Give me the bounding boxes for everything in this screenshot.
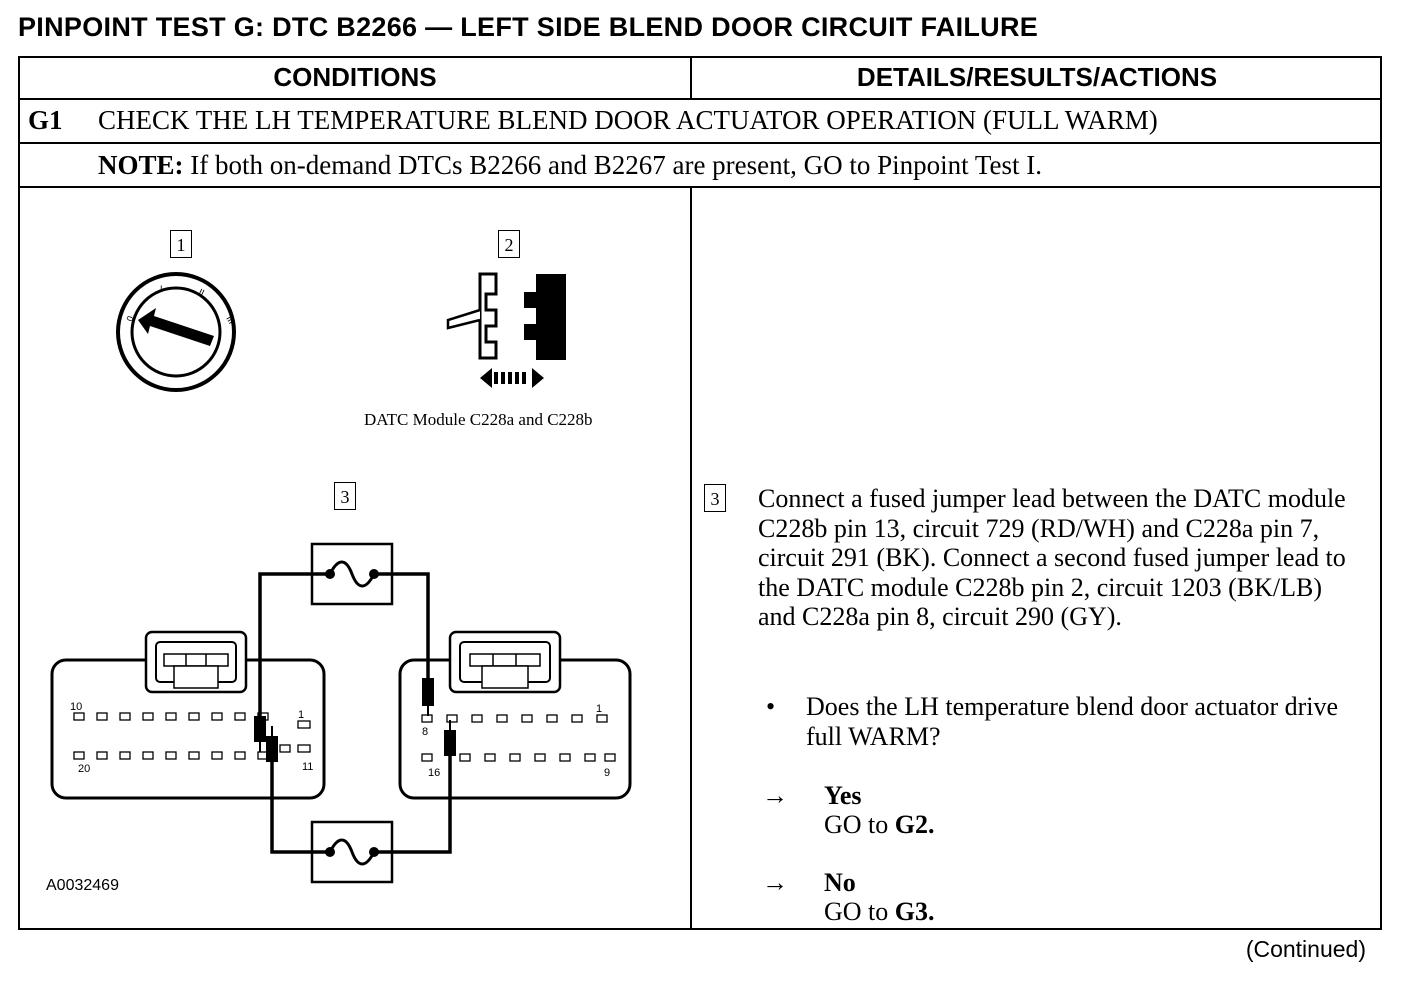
probe-pin-icon [259, 706, 451, 752]
conditions-header: CONDITIONS [273, 62, 437, 92]
question-text: Does the LH temperature blend door actua… [806, 692, 1339, 751]
column-divider-header [690, 58, 692, 98]
continued-label: (Continued) [1245, 936, 1366, 962]
connector-caption: DATC Module C228a and C228b [364, 410, 593, 429]
c228a-pin-label: 1 [298, 709, 304, 721]
figure-marker-2: 2 [498, 230, 520, 258]
action-marker-3: 3 [704, 484, 726, 512]
details-header: DETAILS/RESULTS/ACTIONS [856, 62, 1218, 92]
connector-disconnect-icon [446, 272, 566, 388]
answer-label: No [824, 868, 856, 897]
arrow-right-icon: → [762, 781, 788, 810]
step-title: CHECK THE LH TEMPERATURE BLEND DOOR ACTU… [98, 105, 1158, 135]
note-label: NOTE: [98, 150, 184, 180]
c228a-pin-label: 20 [78, 763, 90, 775]
connector-c228b: 8 1 16 9 [398, 630, 632, 800]
page-title: PINPOINT TEST G: DTC B2266 — LEFT SIDE B… [18, 12, 1039, 42]
ignition-position-3: III [224, 314, 236, 326]
ignition-switch-icon: 0 I II III [116, 272, 237, 392]
goto-step: G3. [894, 897, 935, 926]
figure-id: A0032469 [46, 877, 119, 894]
c228b-pin-label: 16 [428, 767, 440, 779]
jumper-wiring-diagram: 10 1 20 11 8 1 16 9 [50, 542, 632, 884]
c228b-pin-label: 8 [422, 726, 428, 738]
figure-marker-3: 3 [334, 482, 356, 510]
c228a-pin-label: 10 [70, 701, 82, 713]
header-divider [20, 98, 1380, 100]
arrow-right-icon: → [762, 868, 788, 897]
answer-label: Yes [824, 781, 862, 810]
c228b-pin-label: 1 [596, 703, 602, 715]
probe-tip-icon [254, 678, 456, 762]
bullet: • [766, 692, 776, 721]
pinpoint-test-table: CONDITIONS DETAILS/RESULTS/ACTIONS G1 CHE… [18, 56, 1382, 930]
figure-marker-1: 1 [170, 230, 192, 258]
question-row: • Does the LH temperature blend door act… [758, 692, 1358, 751]
note-divider [20, 186, 1380, 188]
ignition-position-1: I [160, 284, 163, 294]
answer-goto: GO to G2. [824, 810, 935, 839]
connector-c228a: 10 1 20 11 [50, 630, 326, 800]
ignition-position-0: 0 [124, 315, 135, 323]
column-divider-body [690, 186, 692, 930]
note-text: If both on-demand DTCs B2266 and B2267 a… [183, 150, 1043, 180]
action-instructions: Connect a fused jumper lead between the … [758, 484, 1346, 631]
goto-step: G2. [894, 810, 935, 839]
step-title-row: G1 CHECK THE LH TEMPERATURE BLEND DOOR AC… [28, 105, 1158, 136]
ignition-position-2: II [197, 287, 206, 298]
c228a-pin-label: 11 [302, 761, 313, 773]
step-id: G1 [28, 105, 63, 135]
note-row: NOTE: If both on-demand DTCs B2266 and B… [98, 150, 1042, 181]
answer-goto: GO to G3. [824, 897, 935, 926]
c228b-pin-label: 9 [604, 767, 610, 779]
jumper-wire [258, 572, 452, 854]
step-divider [20, 142, 1380, 144]
